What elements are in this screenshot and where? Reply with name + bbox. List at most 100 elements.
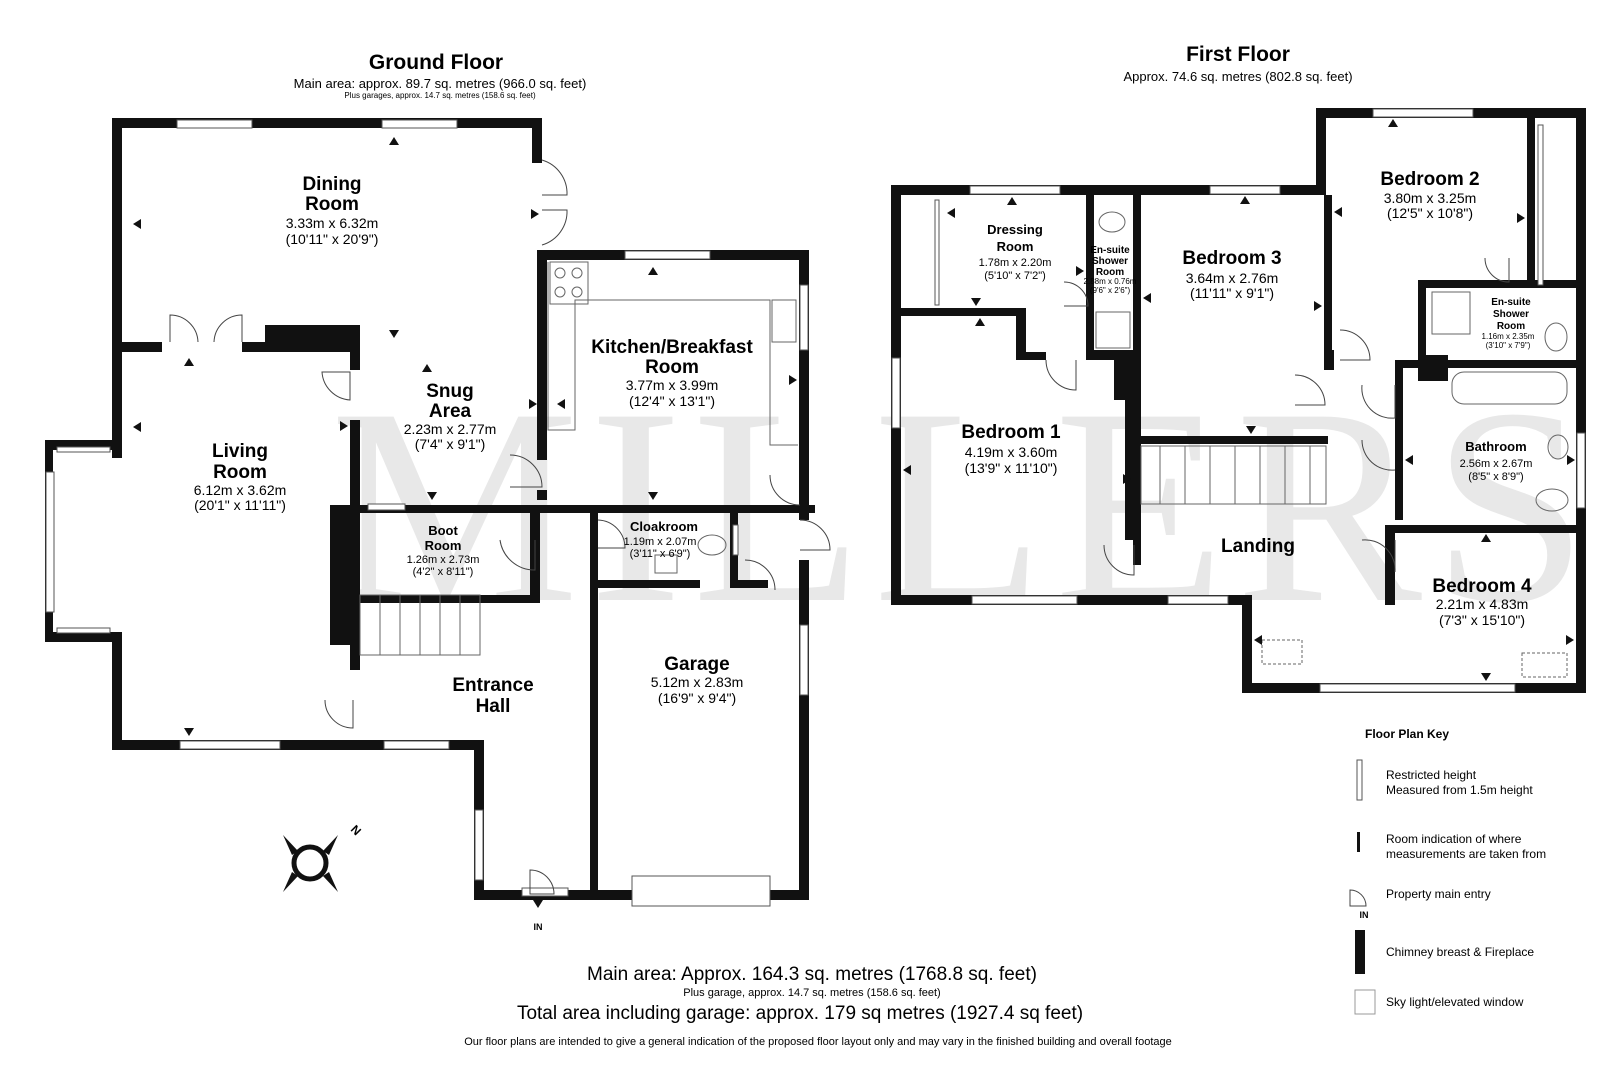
room-name: Garage [664,654,729,675]
window [1576,432,1586,509]
kitchen-worktop [547,262,798,446]
garage-door [631,875,771,907]
room-name: Landing [1221,536,1295,557]
toilet [1098,211,1126,233]
window [732,524,739,556]
key-item-label: Sky light/elevated window [1386,995,1524,1009]
room-name: Room [305,194,359,215]
door [744,559,776,591]
room-dimensions: 1.19m x 2.07m [624,536,697,548]
room-name: Dining [302,174,361,195]
window [176,119,253,129]
toilet [1535,488,1569,512]
room-dimensions-imperial: (12'5" x 10'8") [1387,205,1473,221]
entry-label: IN [534,922,543,932]
main-entry-door [529,869,555,895]
room-dimensions: 2.88m x 0.76m [1084,277,1137,286]
room-name: Room [1096,267,1124,278]
chimney-breast [330,505,342,595]
room-dimensions: 1.78m x 2.20m [979,257,1052,269]
basin [1547,434,1569,460]
room-dimensions-imperial: (8'5" x 8'9") [1468,471,1523,483]
skylight [1261,639,1303,665]
room-dimensions-imperial: (3'11" x 6'9") [630,548,691,560]
window [1372,108,1474,118]
window [624,250,711,260]
window [383,740,450,750]
room-dimensions-imperial: (16'9" x 9'4") [658,690,736,706]
door [1361,439,1396,471]
room-name: En-suite [1090,245,1130,256]
room-name: Room [1497,321,1525,332]
window [56,627,111,634]
key-item-label: Property main entry [1386,887,1491,901]
room-dimensions-imperial: (7'3" x 15'10") [1439,612,1525,628]
room-name: Cloakroom [630,519,698,534]
room-dimensions: 3.33m x 6.32m [286,215,379,231]
room-name: Shower [1092,256,1128,267]
key-title: Floor Plan Key [1365,727,1449,741]
door [1045,359,1077,391]
room-dimensions-imperial: (11'11" x 9'1") [1190,285,1274,301]
room-dimensions: 3.80m x 3.25m [1384,190,1477,206]
hob [549,261,589,305]
window [799,284,809,351]
restricted-height-line [1537,124,1544,286]
ground-floor: N IN [45,118,831,932]
door [499,539,536,571]
room-name: Bedroom 4 [1432,576,1532,597]
staircase [359,594,481,656]
room-dimensions: 2.56m x 2.67m [1460,458,1533,470]
first-floor [891,108,1586,693]
door [1294,374,1326,406]
room-name: Entrance [452,675,533,696]
room-name: Room [425,538,462,553]
room-dimensions: 3.77m x 3.99m [626,377,719,393]
room-dimensions-imperial: (13'9" x 11'10") [965,460,1058,476]
room-dimensions: 2.21m x 4.83m [1436,596,1529,612]
key-item-label: Measured from 1.5m height [1386,783,1533,797]
footer-disclaimer: Our floor plans are intended to give a g… [464,1036,1172,1048]
ground-floor-title: Ground Floor [369,51,503,74]
room-name: Room [645,357,699,378]
basin [654,554,678,574]
window [969,185,1061,195]
room-dimensions-imperial: (9'6" x 2'6") [1090,286,1131,295]
window [474,809,484,881]
room-name: Room [213,462,267,483]
door [799,519,831,551]
room-dimensions: 6.12m x 3.62m [194,482,287,498]
room-dimensions-imperial: (20'1" x 11'11") [194,497,286,513]
window [891,357,901,429]
door [1361,539,1396,573]
room-name: En-suite [1491,297,1531,308]
room-name: Bathroom [1465,439,1526,454]
door [509,454,543,488]
door [597,519,626,549]
window [367,503,406,511]
footer-plus-garage: Plus garage, approx. 14.7 sq. metres (15… [683,987,940,999]
first-floor-title: First Floor [1186,43,1290,66]
first-floor-area: Approx. 74.6 sq. metres (802.8 sq. feet) [1123,69,1352,84]
room-name: Kitchen/Breakfast [591,337,753,358]
room-name: Hall [476,696,511,717]
room-name: Dressing [987,222,1043,237]
room-name: Area [429,401,472,422]
window [179,740,281,750]
key-item-label: Restricted height [1386,768,1477,782]
room-dimensions: 5.12m x 2.83m [651,674,744,690]
room-name: Shower [1493,309,1529,320]
compass-icon: N [283,822,364,892]
restricted-height-line [934,199,940,306]
shower-tray [1095,311,1131,349]
door [769,474,801,506]
room-dimensions-imperial: (5'10" x 7'2") [984,270,1046,282]
french-doors [541,159,568,246]
door [324,699,354,729]
key-item-label: Chimney breast & Fireplace [1386,945,1534,959]
room-dimensions: 1.26m x 2.73m [407,554,480,566]
door [1103,544,1135,576]
door [321,371,351,401]
toilet [1544,322,1568,352]
